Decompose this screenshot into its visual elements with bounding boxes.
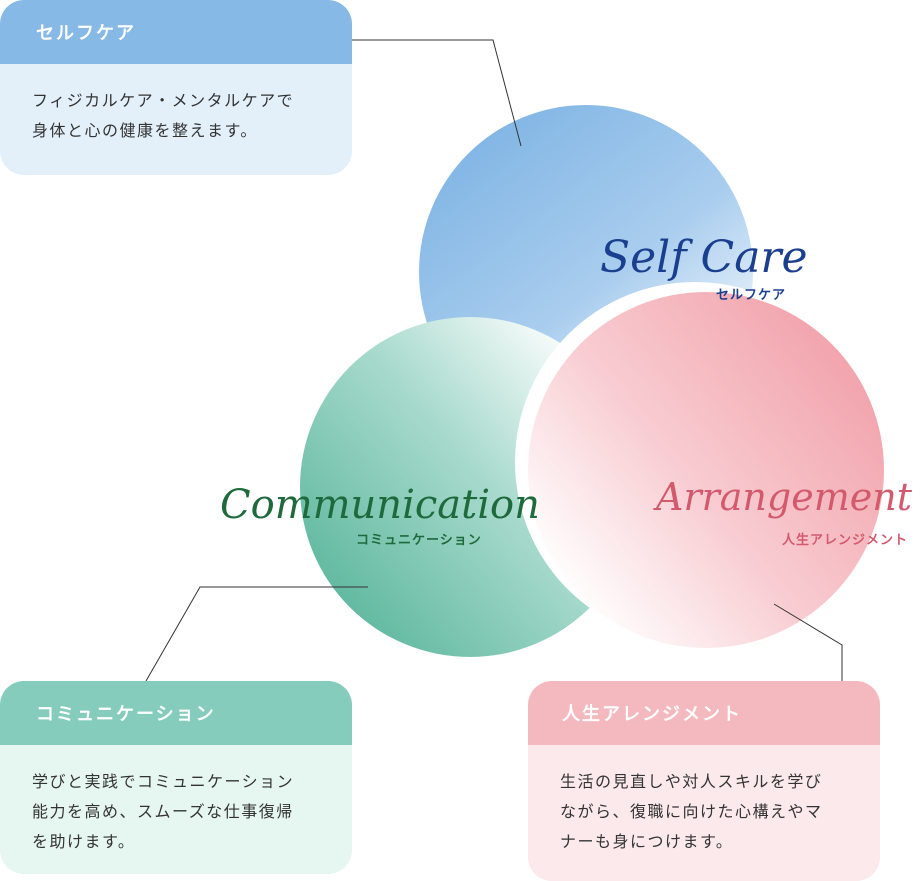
communication-card: コミュニケーション 学びと実践でコミュニケーション 能力を高め、スムーズな仕事復… <box>0 681 352 874</box>
self-care-circle-label: セルフケア <box>716 287 786 302</box>
self-care-script-label: Self Care <box>600 232 808 283</box>
arrangement-script-label: Arrangement <box>653 475 913 519</box>
description-line: を助けます。 <box>32 832 136 851</box>
description-line: 生活の見直しや対人スキルを学び <box>560 772 823 791</box>
life-arrangement-card: 人生アレンジメント 生活の見直しや対人スキルを学び ながら、復職に向けた心構えや… <box>528 681 880 881</box>
connector-self-care <box>327 39 522 147</box>
description-line: ナーも身につけます。 <box>560 832 734 851</box>
description-line: 学びと実践でコミュニケーション <box>32 772 295 791</box>
communication-card-description: 学びと実践でコミュニケーション 能力を高め、スムーズな仕事復帰 を助けます。 <box>0 745 352 857</box>
description-line: 能力を高め、スムーズな仕事復帰 <box>32 802 294 821</box>
arrangement-circle <box>528 292 884 648</box>
self-care-card-title: セルフケア <box>0 0 352 64</box>
self-care-card: セルフケア フィジカルケア・メンタルケアで 身体と心の健康を整えます。 <box>0 0 352 175</box>
arrangement-circle-label: 人生アレンジメント <box>782 532 908 547</box>
connector-arrangement <box>773 603 843 681</box>
communication-card-title: コミュニケーション <box>0 681 352 745</box>
communication-circle-label: コミュニケーション <box>356 532 482 547</box>
self-care-card-description: フィジカルケア・メンタルケアで 身体と心の健康を整えます。 <box>0 64 352 146</box>
life-arrangement-card-title: 人生アレンジメント <box>528 681 880 745</box>
life-arrangement-card-description: 生活の見直しや対人スキルを学び ながら、復職に向けた心構えやマ ナーも身につけま… <box>528 745 880 857</box>
communication-script-label: Communication <box>220 482 540 528</box>
connector-communication <box>145 586 368 682</box>
description-line: 身体と心の健康を整えます。 <box>32 121 258 140</box>
description-line: フィジカルケア・メンタルケアで <box>32 91 295 110</box>
description-line: ながら、復職に向けた心構えやマ <box>560 802 823 821</box>
